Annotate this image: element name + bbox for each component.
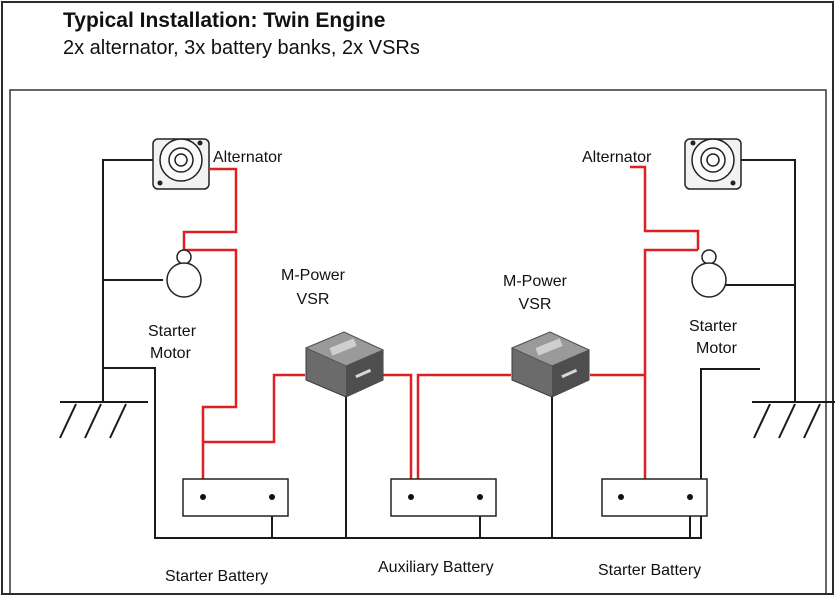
negative-wires — [102, 159, 796, 539]
diagram-title: Typical Installation: Twin Engine — [63, 9, 386, 32]
starter-motor-right-icon — [691, 249, 727, 298]
starter-motor-left-label-line2: Motor — [150, 345, 192, 362]
diagram-inner-box — [9, 89, 827, 594]
alternator-right-icon — [684, 138, 742, 190]
alternator-right-label: Alternator — [582, 149, 652, 166]
diagram-subtitle: 2x alternator, 3x battery banks, 2x VSRs — [63, 37, 420, 59]
starter-battery-left-label: Starter Battery — [165, 568, 268, 585]
starter-battery-right-icon — [601, 478, 708, 517]
auxiliary-battery-label: Auxiliary Battery — [378, 559, 494, 576]
vsr-right-label-line2: VSR — [519, 296, 552, 313]
starter-motor-left-label-line1: Starter — [148, 323, 197, 340]
starter-motor-right-label-line1: Starter — [689, 318, 738, 335]
positive-wires — [182, 165, 700, 497]
starter-motor-right-label-line2: Motor — [696, 340, 738, 357]
ground-symbol-right — [752, 401, 835, 439]
alternator-left-icon — [152, 138, 210, 190]
starter-battery-left-icon — [182, 478, 289, 517]
starter-motor-left-icon — [166, 249, 202, 298]
ground-symbol-left — [59, 401, 148, 439]
vsr-left-icon — [304, 331, 385, 398]
vsr-right-icon — [510, 331, 591, 398]
auxiliary-battery-icon — [390, 478, 497, 517]
starter-battery-right-label: Starter Battery — [598, 562, 701, 579]
vsr-right-label-line1: M-Power — [503, 273, 568, 290]
alternator-left-label: Alternator — [213, 149, 283, 166]
vsr-left-label-line1: M-Power — [281, 267, 346, 284]
vsr-left-label-line2: VSR — [297, 291, 330, 308]
